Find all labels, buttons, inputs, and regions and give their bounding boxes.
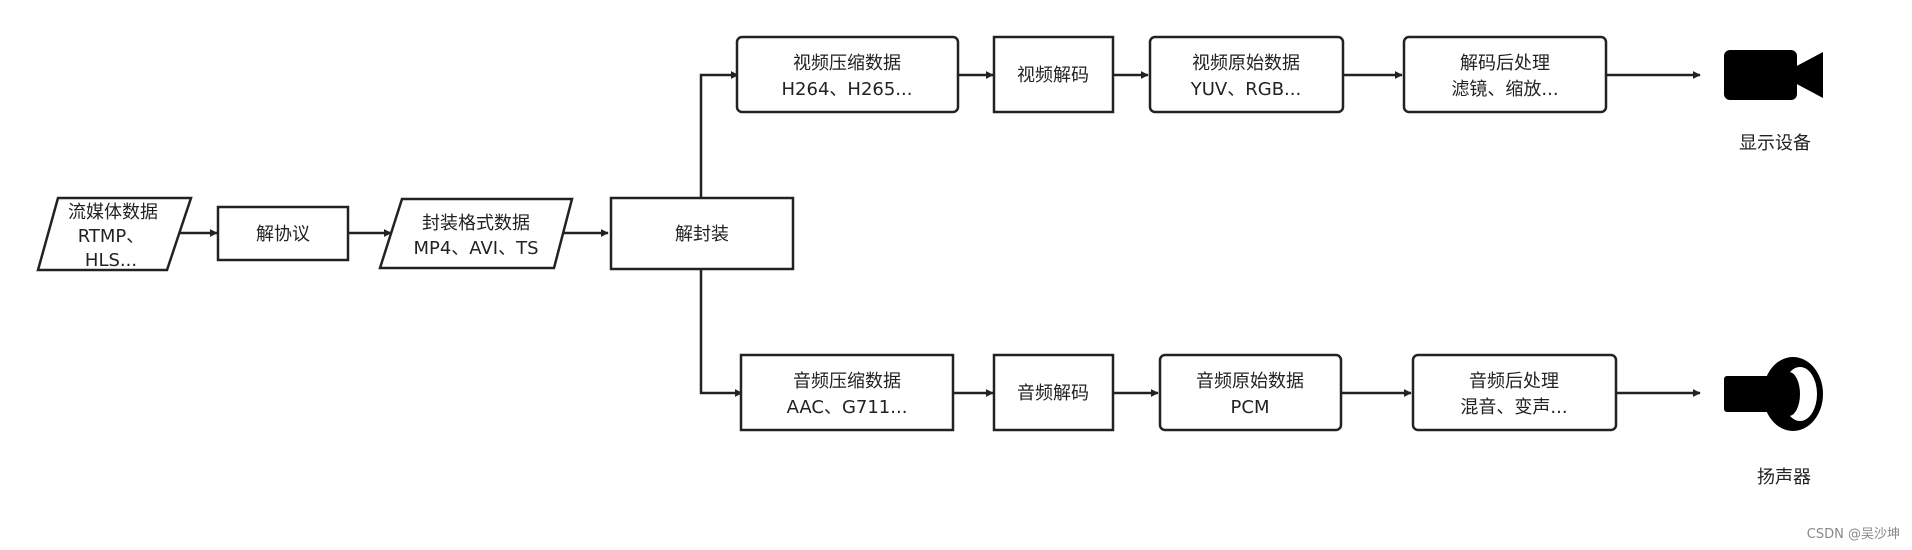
output-display: 显示设备 — [1724, 50, 1823, 154]
node-audio-post-line2: 混音、变声... — [1460, 397, 1567, 418]
node-audio-raw: 音频原始数据 PCM — [1158, 353, 1343, 432]
speaker-icon — [1724, 357, 1823, 431]
edge-demux-to-video — [699, 71, 739, 198]
node-stream-data-line3: HLS... — [85, 250, 137, 271]
node-stream-data-line1: 流媒体数据 — [68, 202, 158, 223]
node-video-post-line2: 滤镜、缩放... — [1451, 79, 1558, 100]
node-video-compressed-line2: H264、H265... — [782, 79, 913, 100]
output-display-label: 显示设备 — [1739, 133, 1811, 154]
node-deprotocol-label: 解协议 — [256, 224, 310, 245]
node-audio-compressed-line1: 音频压缩数据 — [793, 371, 901, 392]
edge-demux-to-audio — [699, 269, 743, 397]
node-audio-post: 音频后处理 混音、变声... — [1411, 353, 1618, 432]
node-container-data-line2: MP4、AVI、TS — [413, 238, 538, 259]
edges — [170, 71, 1701, 397]
watermark: CSDN @吴沙坤 — [1807, 527, 1900, 542]
node-audio-compressed: 音频压缩数据 AAC、G711... — [739, 353, 955, 432]
node-video-decode: 视频解码 — [992, 35, 1115, 114]
node-audio-decode: 音频解码 — [992, 353, 1115, 432]
output-speaker: 扬声器 — [1724, 357, 1823, 488]
node-stream-data-line2: RTMP、 — [78, 226, 145, 247]
video-camera-icon — [1724, 50, 1823, 100]
node-demux: 解封装 — [609, 196, 795, 271]
node-container-data: 封装格式数据 MP4、AVI、TS — [378, 197, 574, 270]
node-audio-raw-line1: 音频原始数据 — [1196, 371, 1304, 392]
node-video-decode-label: 视频解码 — [1017, 65, 1089, 86]
output-speaker-label: 扬声器 — [1757, 467, 1811, 488]
node-video-raw-line1: 视频原始数据 — [1192, 53, 1300, 74]
node-container-data-line1: 封装格式数据 — [422, 213, 530, 234]
node-stream-data: 流媒体数据 RTMP、 HLS... — [36, 196, 193, 272]
node-video-raw: 视频原始数据 YUV、RGB... — [1148, 35, 1345, 114]
node-audio-raw-line2: PCM — [1231, 397, 1270, 418]
node-video-raw-line2: YUV、RGB... — [1190, 79, 1301, 100]
node-audio-compressed-line2: AAC、G711... — [787, 397, 908, 418]
node-video-compressed: 视频压缩数据 H264、H265... — [735, 35, 960, 114]
node-demux-label: 解封装 — [675, 224, 729, 245]
node-deprotocol: 解协议 — [216, 205, 350, 262]
node-video-compressed-line1: 视频压缩数据 — [793, 53, 901, 74]
node-video-post-line1: 解码后处理 — [1460, 53, 1550, 74]
node-video-post: 解码后处理 滤镜、缩放... — [1402, 35, 1608, 114]
node-audio-post-line1: 音频后处理 — [1469, 371, 1559, 392]
node-audio-decode-label: 音频解码 — [1017, 383, 1089, 404]
